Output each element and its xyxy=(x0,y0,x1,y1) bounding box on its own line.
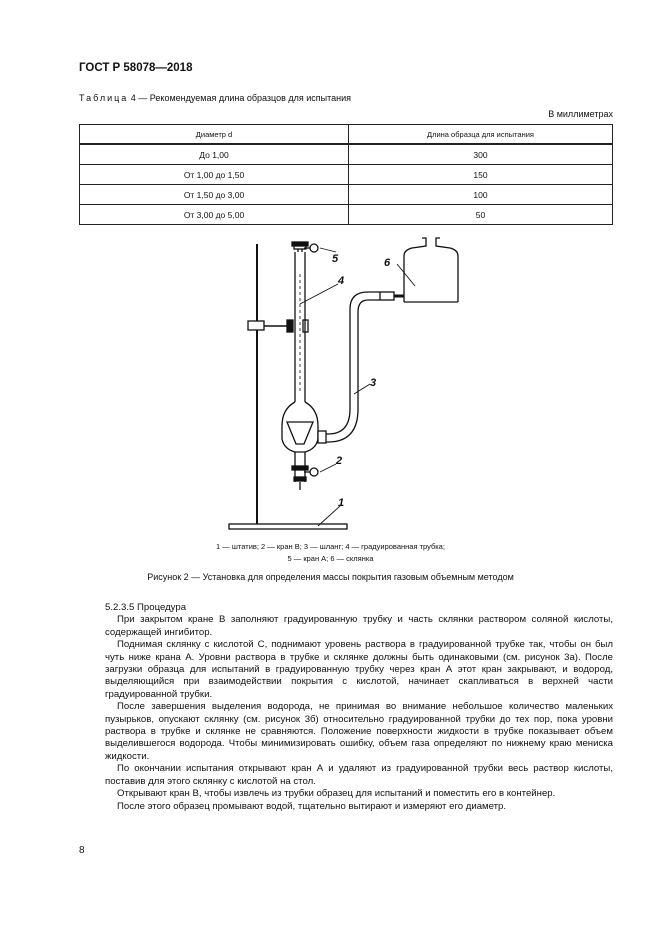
column-header-diameter: Диаметр d xyxy=(79,124,349,145)
legend-line: 5 — кран А; 6 — склянка xyxy=(287,554,374,563)
paragraph: После этого образец промывают водой, тща… xyxy=(117,800,507,812)
label-2: 2 xyxy=(335,455,342,467)
table-caption: Таблица 4 — Рекомендуемая длина образцов… xyxy=(79,93,351,103)
table-row: От 1,50 до 3,00 100 xyxy=(79,184,613,205)
table-cell-diameter: От 1,00 до 1,50 xyxy=(79,164,349,185)
table-row: От 3,00 до 5,00 50 xyxy=(79,204,613,225)
table-row: От 1,00 до 1,50 150 xyxy=(79,164,613,185)
table-cell-diameter: До 1,00 xyxy=(79,143,349,165)
table-cell-diameter: От 1,50 до 3,00 xyxy=(79,184,349,205)
column-header-length: Длина образца для испытания xyxy=(348,124,613,145)
apparatus-figure: 5 4 6 3 2 1 xyxy=(228,237,459,530)
legend-line: 1 — штатив; 2 — кран В; 3 — шланг; 4 — г… xyxy=(216,542,445,551)
table-header-row: Диаметр d Длина образца для испытания xyxy=(79,124,613,145)
page-number: 8 xyxy=(79,845,85,856)
paragraph: По окончании испытания открывают кран А … xyxy=(105,763,613,787)
table-caption-text: 4 — Рекомендуемая длина образцов для исп… xyxy=(128,93,352,103)
figure-caption: Рисунок 2 — Установка для определения ма… xyxy=(147,572,514,582)
label-6: 6 xyxy=(384,257,391,269)
label-4: 4 xyxy=(337,275,344,287)
table-row: До 1,00 300 xyxy=(79,143,613,165)
paragraph: При закрытом кране В заполняют градуиров… xyxy=(105,614,613,638)
hose xyxy=(317,291,380,444)
paragraph: Открывают кран В, чтобы извлечь из трубк… xyxy=(117,788,556,800)
table-cell-length: 300 xyxy=(348,143,613,165)
document-header: ГОСТ Р 58078—2018 xyxy=(79,62,193,74)
graduated-tube xyxy=(281,246,319,482)
label-1: 1 xyxy=(338,497,344,509)
table-cell-length: 100 xyxy=(348,184,613,205)
stand-clamp xyxy=(247,320,265,331)
section-heading: 5.2.3.5 Процедура xyxy=(105,602,187,613)
section-body: 5.2.3.5 Процедура При закрытом кране В з… xyxy=(105,602,613,813)
stand-base xyxy=(228,523,348,530)
paragraph: Поднимая склянку с кислотой С, поднимают… xyxy=(105,639,613,700)
table-cell-diameter: От 3,00 до 5,00 xyxy=(79,204,349,225)
label-5: 5 xyxy=(332,253,339,265)
table-cell-length: 150 xyxy=(348,164,613,185)
table-caption-word: Таблица xyxy=(79,93,129,103)
sample-length-table: Диаметр d Длина образца для испытания До… xyxy=(79,124,613,225)
label-3: 3 xyxy=(370,377,376,389)
table-cell-length: 50 xyxy=(348,204,613,225)
valve-b xyxy=(291,465,319,490)
valve-a xyxy=(291,241,319,253)
table-units: В миллиметрах xyxy=(548,109,613,119)
figure-legend: 1 — штатив; 2 — кран В; 3 — шланг; 4 — г… xyxy=(0,541,661,565)
flask xyxy=(379,237,459,303)
paragraph: После завершения выделения водорода, не … xyxy=(105,701,613,762)
